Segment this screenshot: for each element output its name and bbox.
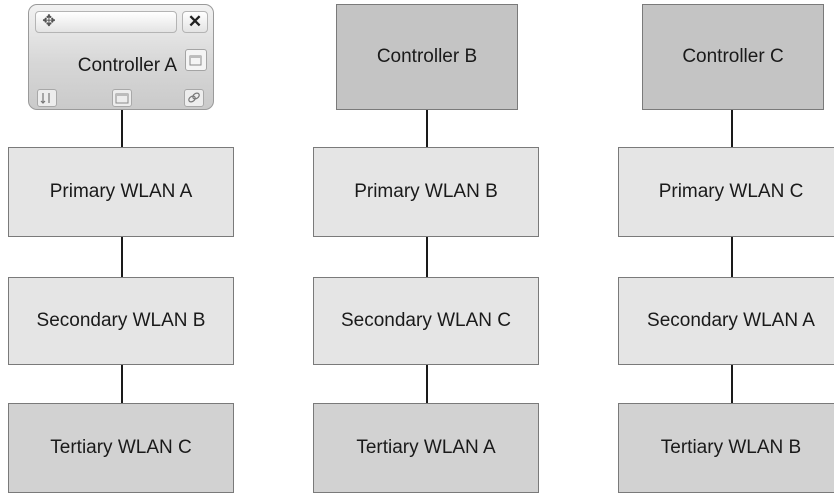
connector-line [426,365,428,403]
secondary-wlan-c-box: Secondary WLAN C [313,277,539,365]
connector-line [121,110,123,147]
connector-line [426,237,428,277]
controller-a-widget[interactable]: ✥ ✕ Controller A [28,4,214,110]
controller-c-box: Controller C [642,4,824,110]
primary-wlan-c-box: Primary WLAN C [618,147,834,237]
node-label: Secondary WLAN A [647,310,815,331]
node-label: Controller C [682,46,784,67]
node-label: Tertiary WLAN B [660,437,802,458]
node-label: Primary WLAN A [49,181,193,202]
connector-line [426,110,428,147]
node-label: Primary WLAN C [658,181,804,202]
tertiary-wlan-c-box: Tertiary WLAN C [8,403,234,493]
link-icon[interactable] [184,89,204,107]
node-label: Controller B [376,46,478,67]
node-label: Tertiary WLAN A [356,437,496,458]
primary-wlan-a-box: Primary WLAN A [8,147,234,237]
connector-line [731,110,733,147]
node-label: Secondary WLAN B [36,310,206,331]
panel-icon[interactable] [185,49,207,71]
connector-line [121,365,123,403]
primary-wlan-b-box: Primary WLAN B [313,147,539,237]
secondary-wlan-b-box: Secondary WLAN B [8,277,234,365]
controller-a-label: Controller A [77,55,177,76]
connector-line [731,365,733,403]
tertiary-wlan-b-box: Tertiary WLAN B [618,403,834,493]
sort-icon[interactable] [37,89,57,107]
widget-title-bar[interactable]: ✥ [35,11,177,33]
secondary-wlan-a-box: Secondary WLAN A [618,277,834,365]
close-icon[interactable]: ✕ [182,11,208,33]
connector-line [731,237,733,277]
node-label: Primary WLAN B [354,181,498,202]
connector-line [121,237,123,277]
panel-icon[interactable] [112,89,132,107]
node-label: Tertiary WLAN C [50,437,192,458]
node-label: Secondary WLAN C [340,310,511,331]
tertiary-wlan-a-box: Tertiary WLAN A [313,403,539,493]
move-icon[interactable]: ✥ [42,13,56,30]
controller-b-box: Controller B [336,4,518,110]
